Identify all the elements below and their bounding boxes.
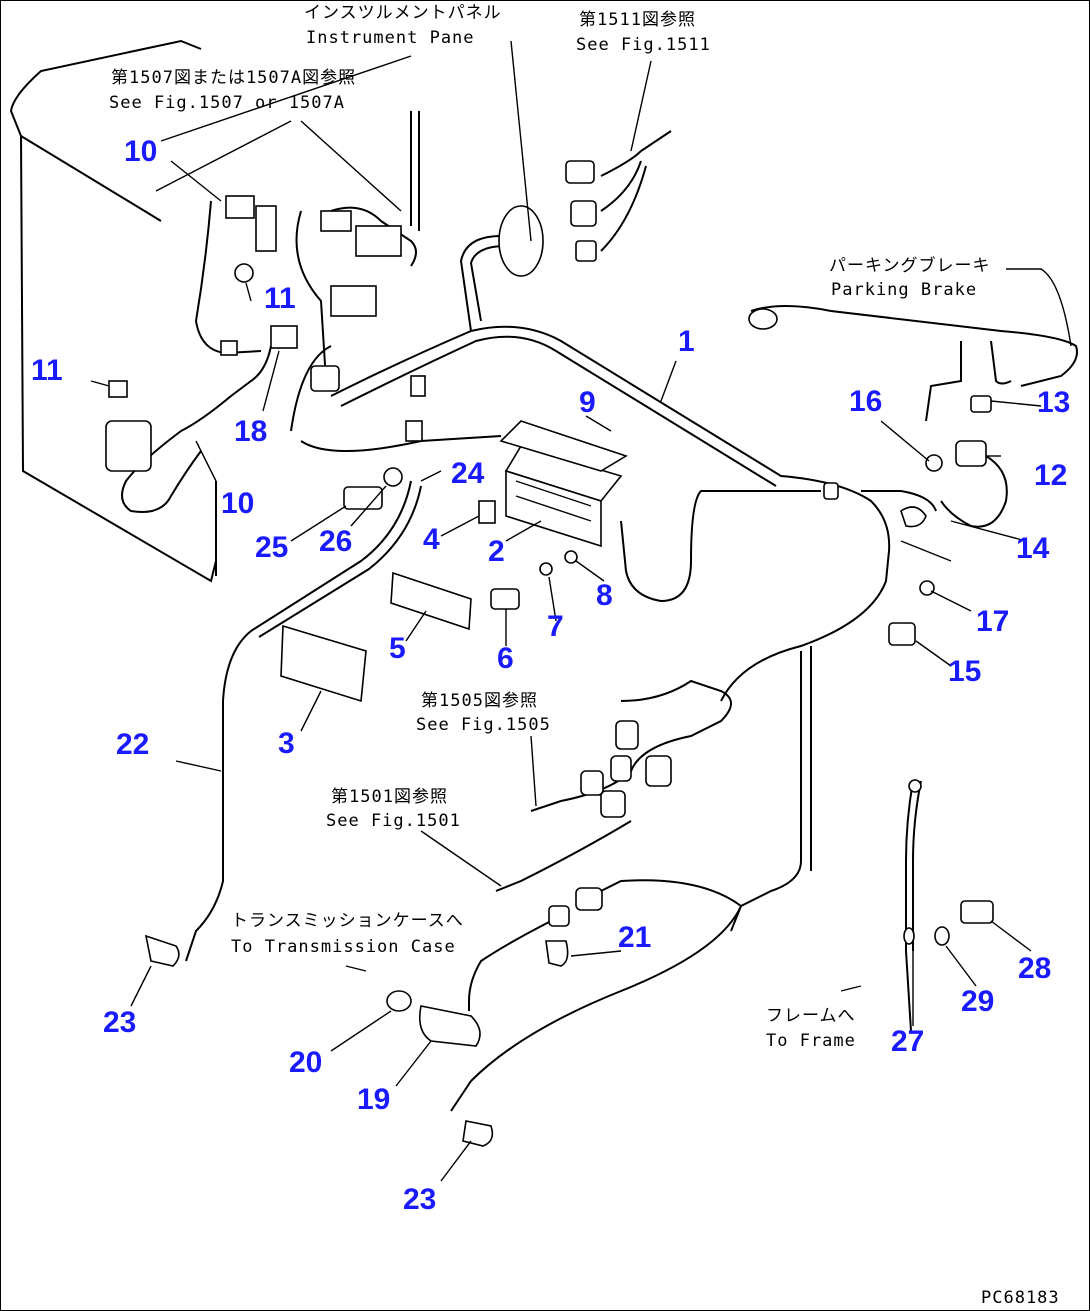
callout-10a: 10 (124, 135, 157, 168)
callout-5: 5 (389, 632, 406, 665)
fig1511-label-jp: 第1511図参照 (579, 10, 696, 30)
main-harness (290, 235, 891, 932)
fig1511-label-en: See Fig.1511 (576, 35, 711, 55)
fig1507-label-jp: 第1507図または1507A図参照 (111, 68, 356, 88)
callout-13: 13 (1037, 386, 1070, 419)
diagram-id: PC68183 (981, 1288, 1060, 1308)
callout-11a: 11 (31, 354, 63, 387)
cab-wiring (105, 111, 420, 513)
transmission-label-jp: トランスミッションケースへ (231, 911, 464, 931)
callout-29: 29 (961, 985, 994, 1018)
callout-1: 1 (678, 325, 695, 358)
fig1501-label-jp: 第1501図参照 (331, 787, 448, 807)
callout-10b: 10 (221, 487, 254, 520)
callout-4: 4 (423, 523, 440, 556)
callout-16: 16 (849, 385, 882, 418)
instrument-label-en: Instrument Pane (306, 28, 475, 48)
callout-7: 7 (547, 610, 564, 643)
callout-6: 6 (497, 642, 514, 675)
callout-21: 21 (618, 921, 651, 954)
frame-ground (903, 779, 994, 1032)
callout-11b: 11 (264, 282, 296, 315)
callout-12: 12 (1034, 459, 1067, 492)
fig1505-label-en: See Fig.1505 (416, 715, 551, 735)
fig1507-label-en: See Fig.1507 or 1507A (109, 93, 345, 113)
frame-label-en: To Frame (766, 1031, 856, 1051)
annotations: インスツルメントパネル Instrument Pane 第1511図参照 See… (109, 3, 1060, 1308)
fig1505-label-jp: 第1505図参照 (421, 691, 538, 711)
frame-label-jp: フレームへ (766, 1006, 856, 1026)
callout-25: 25 (255, 531, 288, 564)
parking-brake (748, 305, 1078, 646)
callout-numbers: 1 2 3 4 5 6 7 8 9 10 10 11 11 12 13 14 1… (31, 135, 1070, 1216)
callout-9: 9 (579, 386, 596, 419)
lower-harness (144, 480, 743, 1147)
cab-panel-box (9, 39, 217, 583)
parking-brake-label-en: Parking Brake (831, 280, 977, 300)
callout-22: 22 (116, 728, 149, 761)
misc-parts (280, 375, 839, 703)
callout-14: 14 (1016, 532, 1050, 565)
fuse-box (478, 420, 628, 548)
instrument-label-jp: インスツルメントパネル (304, 3, 502, 23)
callout-27: 27 (891, 1025, 924, 1058)
callout-3: 3 (278, 727, 295, 760)
transmission-label-en: To Transmission Case (231, 937, 456, 957)
callout-26: 26 (319, 525, 352, 558)
callout-17: 17 (976, 605, 1009, 638)
fig1501-label-en: See Fig.1501 (326, 811, 461, 831)
callout-18: 18 (234, 415, 267, 448)
callout-2: 2 (488, 535, 505, 568)
callout-8: 8 (596, 579, 613, 612)
callout-23b: 23 (403, 1183, 436, 1216)
callout-23a: 23 (103, 1006, 136, 1039)
callout-19: 19 (357, 1083, 390, 1116)
callout-20: 20 (289, 1046, 322, 1079)
callout-15: 15 (948, 655, 981, 688)
panel-connectors (498, 130, 672, 277)
leader-lines (90, 40, 1072, 1182)
callout-28: 28 (1018, 952, 1051, 985)
parking-brake-label-jp: パーキングブレーキ (829, 255, 991, 276)
callout-24: 24 (451, 457, 485, 490)
